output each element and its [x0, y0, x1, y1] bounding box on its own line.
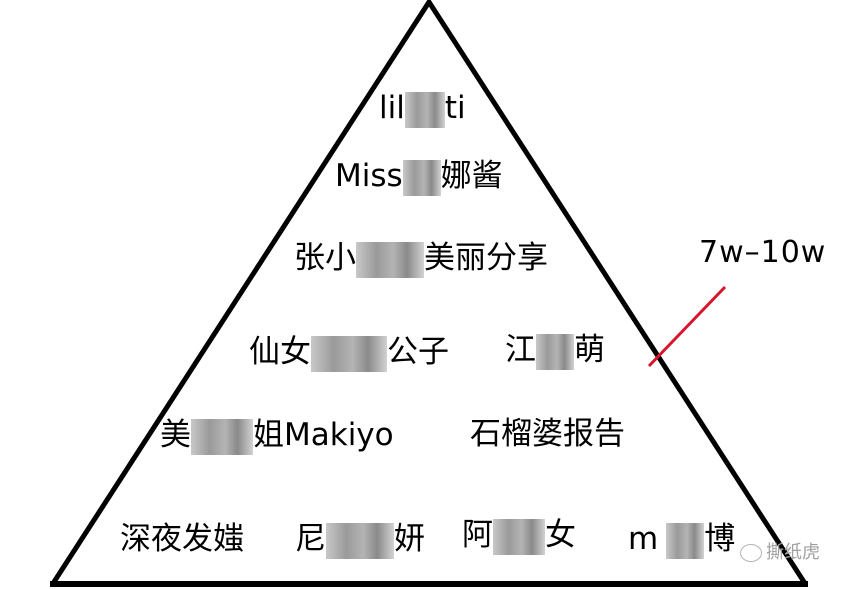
influencer-label: 石榴婆报告 — [470, 416, 625, 452]
influencer-label: 尼妍 — [295, 521, 425, 559]
redacted-block — [311, 335, 387, 372]
watermark: 撕纸虎 — [740, 538, 820, 564]
range-marker-line — [647, 285, 727, 368]
redacted-block — [402, 159, 441, 196]
redacted-block — [191, 418, 253, 455]
influencer-label: 仙女公子 — [249, 334, 449, 372]
redacted-block — [404, 91, 445, 128]
redacted-block — [493, 518, 545, 555]
redacted-block — [536, 333, 574, 370]
influencer-label: 张小美丽分享 — [294, 240, 548, 278]
follower-range-label: 7w–10w — [699, 235, 827, 270]
influencer-label: 美姐Makiyo — [160, 417, 394, 455]
wechat-icon — [740, 544, 762, 562]
influencer-label: 阿女 — [462, 517, 576, 555]
redacted-block — [666, 522, 705, 559]
influencer-label: 深夜发媸 — [120, 521, 244, 557]
influencer-label: 江萌 — [505, 332, 605, 370]
redacted-block — [326, 522, 394, 559]
redacted-block — [356, 241, 424, 278]
